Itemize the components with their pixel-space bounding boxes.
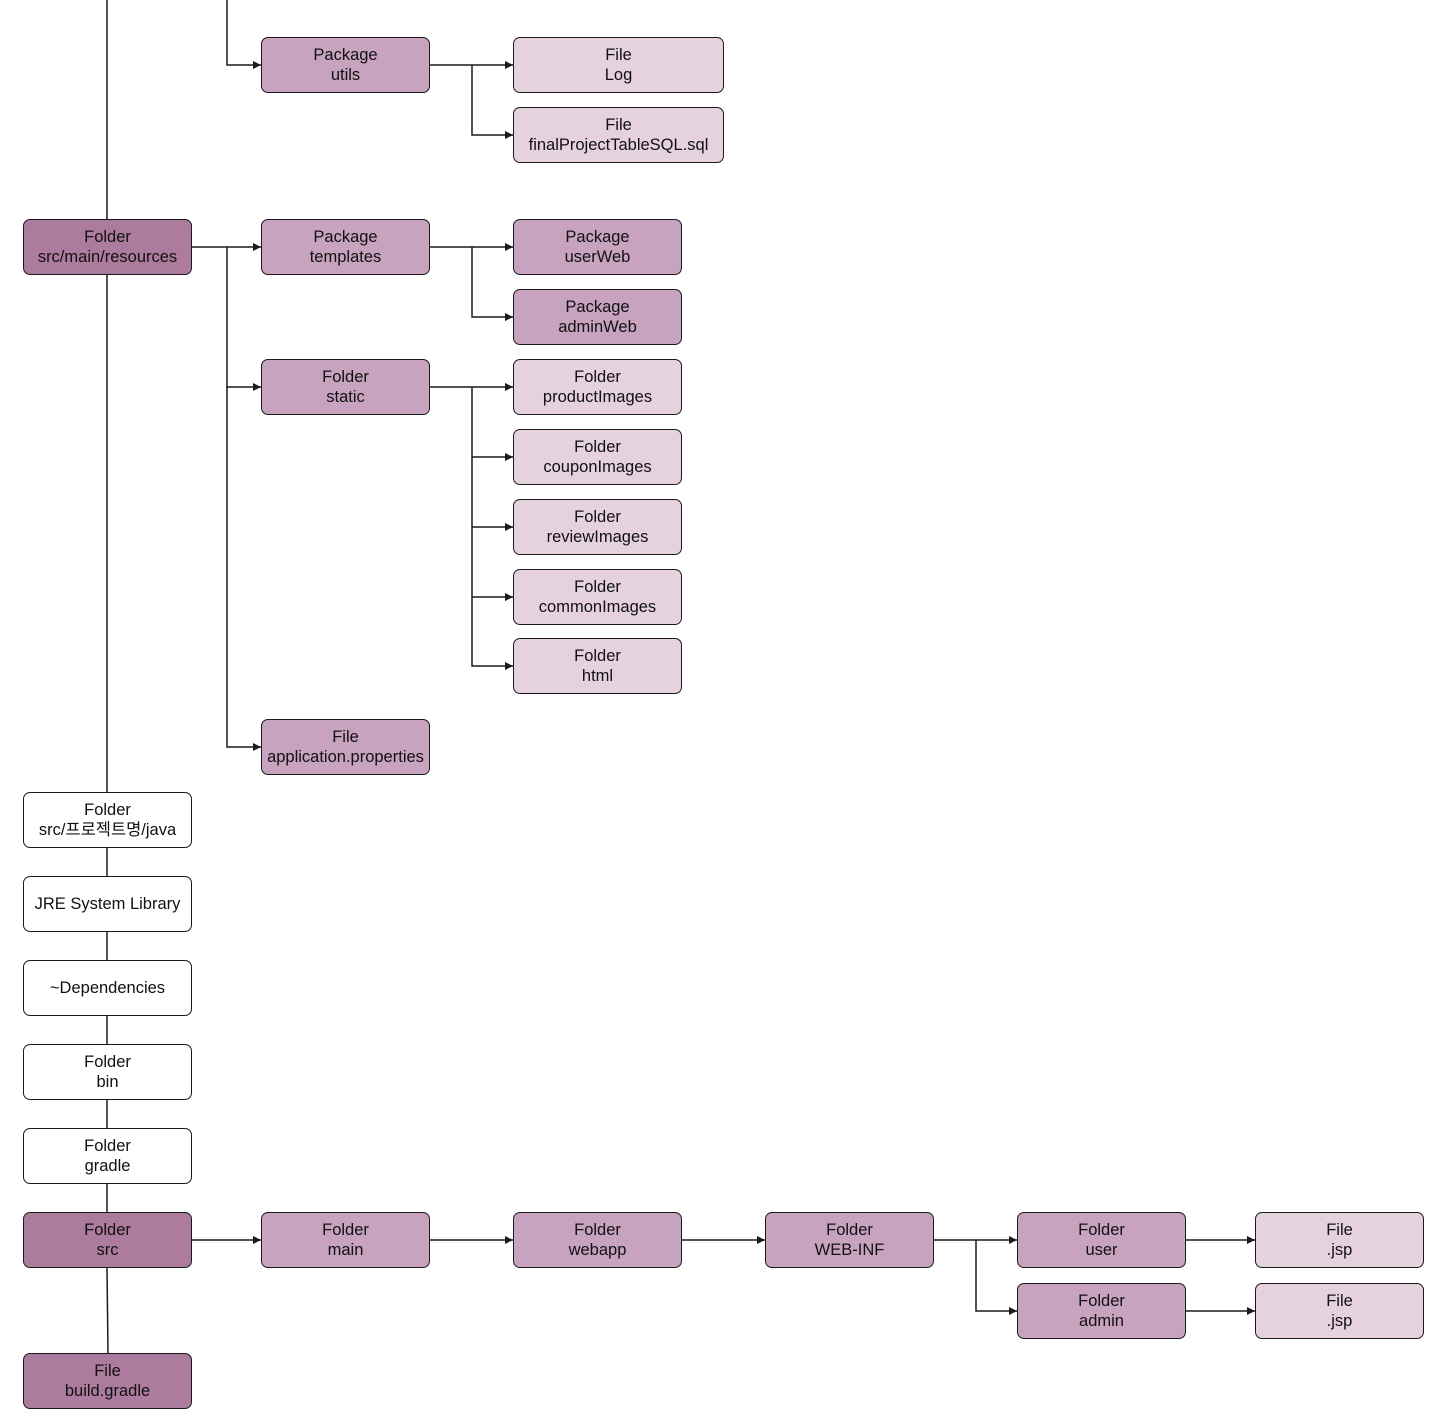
node-name-label: WEB-INF xyxy=(814,1241,885,1259)
node-name-label: src/프로젝트명/java xyxy=(38,821,177,839)
folder-resources-node[interactable]: Folder src/main/resources xyxy=(23,219,192,275)
node-name-label: couponImages xyxy=(543,458,652,476)
node-name-label: webapp xyxy=(568,1241,627,1259)
folder-webinf-node[interactable]: Folder WEB-INF xyxy=(765,1212,934,1268)
folder-commonimages-node[interactable]: Folder commonImages xyxy=(513,569,682,625)
node-name-label: application.properties xyxy=(267,748,424,766)
jre-system-library-node[interactable]: JRE System Library xyxy=(23,876,192,932)
file-log-node[interactable]: File Log xyxy=(513,37,724,93)
node-type-label: Folder xyxy=(322,1221,369,1239)
package-utils-node[interactable]: Package utils xyxy=(261,37,430,93)
edge-top-to-utils xyxy=(226,0,261,69)
edge-webinf-to-admin xyxy=(975,1240,1017,1315)
folder-user-node[interactable]: Folder user xyxy=(1017,1212,1186,1268)
node-name-label: static xyxy=(326,388,365,406)
node-type-label: Folder xyxy=(574,508,621,526)
node-name-label: adminWeb xyxy=(558,318,637,336)
node-name-label: utils xyxy=(330,66,361,84)
node-type-label: File xyxy=(1326,1221,1353,1239)
node-type-label: Folder xyxy=(574,368,621,386)
spine-src-to-buildgradle xyxy=(106,1267,109,1354)
node-name-label: templates xyxy=(309,248,382,266)
package-templates-node[interactable]: Package templates xyxy=(261,219,430,275)
node-type-label: Folder xyxy=(1078,1221,1125,1239)
node-type-label: Folder xyxy=(574,438,621,456)
file-build-gradle-node[interactable]: File build.gradle xyxy=(23,1353,192,1409)
node-type-label: Folder xyxy=(84,1221,131,1239)
node-name-label: userWeb xyxy=(564,248,631,266)
node-type-label: Package xyxy=(313,46,378,64)
folder-src-java-node[interactable]: Folder src/프로젝트명/java xyxy=(23,792,192,848)
node-type-label: File xyxy=(332,728,359,746)
file-application-properties-node[interactable]: File application.properties xyxy=(261,719,430,775)
node-type-label: Package xyxy=(565,298,630,316)
node-name-label: build.gradle xyxy=(64,1382,151,1400)
node-name-label: main xyxy=(327,1241,364,1259)
edge-resources-to-static xyxy=(226,247,261,391)
folder-bin-node[interactable]: Folder bin xyxy=(23,1044,192,1100)
dependencies-node[interactable]: ~Dependencies xyxy=(23,960,192,1016)
node-name-label: productImages xyxy=(542,388,653,406)
node-type-label: File xyxy=(94,1362,121,1380)
file-sql-node[interactable]: File finalProjectTableSQL.sql xyxy=(513,107,724,163)
edge-templates-to-adminweb xyxy=(471,247,513,321)
edge-static-to-couponimages xyxy=(471,387,513,461)
edge-static-to-reviewimages xyxy=(471,457,513,531)
edge-utils-to-sql xyxy=(471,65,513,139)
folder-couponimages-node[interactable]: Folder couponImages xyxy=(513,429,682,485)
file-jsp-admin-node[interactable]: File .jsp xyxy=(1255,1283,1424,1339)
folder-main-node[interactable]: Folder main xyxy=(261,1212,430,1268)
node-name-label: html xyxy=(581,667,614,685)
node-name-label: .jsp xyxy=(1326,1312,1353,1330)
node-name-label: user xyxy=(1085,1241,1118,1259)
folder-html-node[interactable]: Folder html xyxy=(513,638,682,694)
node-name-label: bin xyxy=(96,1073,119,1091)
node-type-label: Folder xyxy=(84,801,131,819)
node-type-label: Package xyxy=(565,228,630,246)
node-name-label: .jsp xyxy=(1326,1241,1353,1259)
folder-webapp-node[interactable]: Folder webapp xyxy=(513,1212,682,1268)
node-type-label: Folder xyxy=(1078,1292,1125,1310)
folder-src-node[interactable]: Folder src xyxy=(23,1212,192,1268)
node-type-label: Folder xyxy=(826,1221,873,1239)
node-type-label: Package xyxy=(313,228,378,246)
node-type-label: Folder xyxy=(574,1221,621,1239)
node-name-label: JRE System Library xyxy=(34,895,181,913)
node-name-label: reviewImages xyxy=(546,528,649,546)
edge-resources-to-appprops xyxy=(226,387,261,751)
node-name-label: ~Dependencies xyxy=(49,979,166,997)
node-type-label: File xyxy=(605,46,632,64)
edge-static-to-commonimages xyxy=(471,527,513,601)
node-type-label: Folder xyxy=(84,228,131,246)
node-type-label: Folder xyxy=(322,368,369,386)
node-type-label: Folder xyxy=(574,647,621,665)
node-name-label: admin xyxy=(1079,1312,1124,1330)
node-name-label: Log xyxy=(604,66,633,84)
edge-static-to-html xyxy=(471,597,513,670)
node-name-label: src xyxy=(96,1241,119,1259)
package-adminweb-node[interactable]: Package adminWeb xyxy=(513,289,682,345)
file-jsp-user-node[interactable]: File .jsp xyxy=(1255,1212,1424,1268)
folder-productimages-node[interactable]: Folder productImages xyxy=(513,359,682,415)
folder-admin-node[interactable]: Folder admin xyxy=(1017,1283,1186,1339)
node-name-label: src/main/resources xyxy=(37,248,178,266)
node-name-label: commonImages xyxy=(538,598,657,616)
node-type-label: Folder xyxy=(84,1137,131,1155)
folder-static-node[interactable]: Folder static xyxy=(261,359,430,415)
folder-reviewimages-node[interactable]: Folder reviewImages xyxy=(513,499,682,555)
package-userweb-node[interactable]: Package userWeb xyxy=(513,219,682,275)
node-name-label: gradle xyxy=(84,1157,131,1175)
node-type-label: File xyxy=(1326,1292,1353,1310)
folder-gradle-node[interactable]: Folder gradle xyxy=(23,1128,192,1184)
node-type-label: Folder xyxy=(574,578,621,596)
node-type-label: Folder xyxy=(84,1053,131,1071)
node-type-label: File xyxy=(605,116,632,134)
node-name-label: finalProjectTableSQL.sql xyxy=(528,136,709,154)
